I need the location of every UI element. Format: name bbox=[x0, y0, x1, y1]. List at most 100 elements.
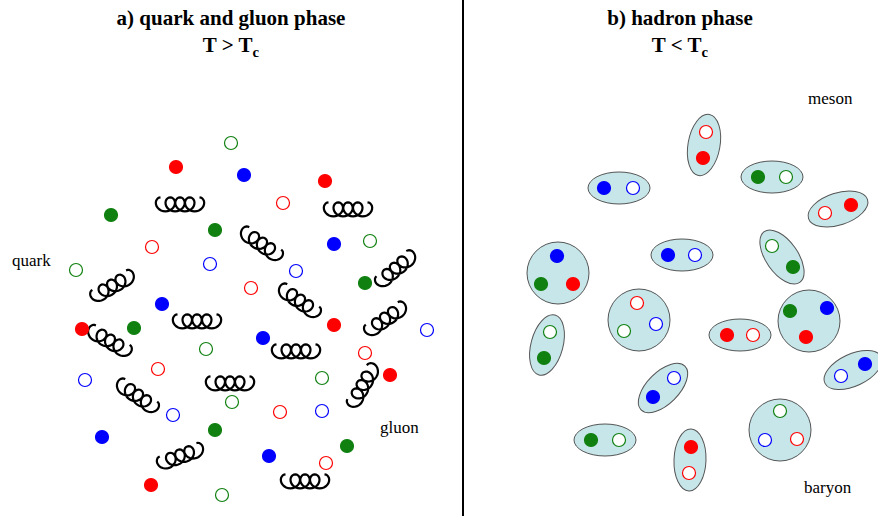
quark-dot bbox=[821, 302, 834, 315]
antiquark-ring bbox=[835, 370, 848, 383]
meson-shell bbox=[651, 239, 713, 271]
antiquark-ring bbox=[683, 467, 696, 480]
antiquark-ring bbox=[689, 249, 702, 262]
antiquark-ring bbox=[613, 434, 626, 447]
panel-heading: b) hadron phase bbox=[607, 6, 753, 30]
gluon-coil bbox=[88, 268, 137, 304]
temperature-condition: T > T bbox=[203, 33, 253, 57]
quark-dot bbox=[328, 238, 341, 251]
antiquark-ring bbox=[320, 457, 333, 470]
temperature-condition: T < T bbox=[652, 33, 702, 57]
text-line: b) hadron phase bbox=[607, 6, 753, 31]
quark-dot bbox=[697, 152, 710, 165]
antiquark-ring bbox=[421, 324, 434, 337]
hadron-group bbox=[524, 112, 878, 492]
antiquark-ring bbox=[146, 241, 159, 254]
antiquark-ring bbox=[618, 325, 631, 338]
antiquark-ring bbox=[316, 372, 329, 385]
quark-dot bbox=[647, 391, 660, 404]
meson-shell bbox=[683, 112, 725, 179]
gluon-coil bbox=[345, 361, 381, 410]
meson-shell bbox=[588, 172, 650, 204]
gluon-coil bbox=[156, 197, 204, 211]
meson-shell bbox=[741, 161, 803, 193]
antiquark-ring bbox=[70, 264, 83, 277]
antiquark-ring bbox=[631, 297, 644, 310]
text-line: meson bbox=[808, 89, 852, 109]
gluon-coil bbox=[237, 225, 285, 264]
antiquark-ring bbox=[290, 265, 303, 278]
antiquark-ring bbox=[200, 343, 213, 356]
antiquark-ring bbox=[245, 282, 258, 295]
gluon-coil bbox=[85, 323, 134, 359]
quark-dot bbox=[263, 450, 276, 463]
quark-dot bbox=[859, 358, 872, 371]
quark-group bbox=[70, 126, 872, 502]
gluon-coil bbox=[155, 441, 205, 471]
quark-dot bbox=[209, 224, 222, 237]
meson-shell bbox=[524, 311, 571, 379]
quark-dot bbox=[535, 278, 548, 291]
particle-label: baryon bbox=[804, 478, 851, 497]
text-line: T < Tc bbox=[652, 33, 708, 61]
meson-shell bbox=[673, 428, 707, 491]
gluon-coil bbox=[206, 376, 254, 390]
quark-dot bbox=[567, 278, 580, 291]
meson-shell bbox=[751, 222, 813, 291]
particle-label: quark bbox=[12, 251, 51, 270]
quark-dot bbox=[128, 322, 141, 335]
quark-dot bbox=[721, 329, 734, 342]
antiquark-ring bbox=[819, 207, 832, 220]
antiquark-ring bbox=[167, 409, 180, 422]
text-line: T > Tc bbox=[203, 33, 259, 61]
baryon-shell bbox=[778, 290, 840, 352]
quark-dot bbox=[685, 441, 698, 454]
gluon-coil bbox=[281, 474, 329, 488]
antiquark-ring bbox=[316, 405, 329, 418]
gluon-coil bbox=[275, 282, 323, 321]
antiquark-ring bbox=[152, 363, 165, 376]
quark-dot bbox=[384, 369, 397, 382]
quark-dot bbox=[257, 332, 270, 345]
gluon-coil bbox=[173, 314, 221, 328]
antiquark-ring bbox=[204, 258, 217, 271]
divider-line bbox=[462, 0, 464, 516]
baryon-shell bbox=[608, 289, 670, 351]
quark-dot bbox=[328, 319, 341, 332]
text-line: quark bbox=[12, 251, 51, 271]
gluon-coil bbox=[373, 248, 419, 290]
antiquark-ring bbox=[668, 372, 681, 385]
antiquark-ring bbox=[700, 126, 713, 139]
particle-label: gluon bbox=[380, 418, 419, 437]
gluon-coil bbox=[362, 300, 410, 339]
quark-dot bbox=[238, 169, 251, 182]
quark-dot bbox=[800, 331, 813, 344]
antiquark-ring bbox=[274, 406, 287, 419]
meson-shell bbox=[818, 342, 878, 397]
quark-dot bbox=[156, 298, 169, 311]
antiquark-ring bbox=[627, 182, 640, 195]
text-line: a) quark and gluon phase bbox=[117, 6, 346, 31]
quark-dot bbox=[359, 277, 372, 290]
quark-dot bbox=[170, 161, 183, 174]
quark-dot bbox=[209, 424, 222, 437]
quark-dot bbox=[76, 323, 89, 336]
antiquark-ring bbox=[226, 396, 239, 409]
antiquark-ring bbox=[766, 240, 779, 253]
text-line: gluon bbox=[380, 418, 419, 438]
antiquark-ring bbox=[544, 326, 557, 339]
meson-shell bbox=[574, 424, 636, 456]
quark-dot bbox=[787, 261, 800, 274]
quark-dot bbox=[96, 431, 109, 444]
quark-dot bbox=[341, 440, 354, 453]
subscript: c bbox=[702, 44, 709, 60]
antiquark-ring bbox=[364, 235, 377, 248]
gluon-coil bbox=[324, 202, 372, 216]
antiquark-ring bbox=[79, 374, 92, 387]
subscript: c bbox=[253, 44, 260, 60]
quark-dot bbox=[845, 199, 858, 212]
gluon-coil bbox=[113, 377, 161, 416]
quark-dot bbox=[105, 209, 118, 222]
panel-heading: a) quark and gluon phase bbox=[117, 6, 346, 30]
